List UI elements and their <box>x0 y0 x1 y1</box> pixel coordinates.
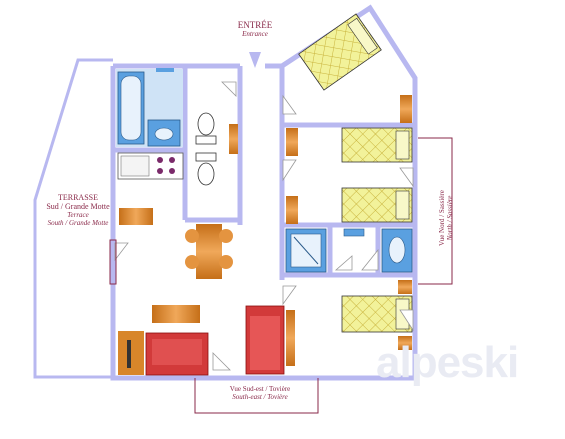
view-north-en: North / Sassière <box>446 195 454 241</box>
entrance-arrow-icon <box>249 52 261 68</box>
terrace-view-fr: Sud / Grande Motte <box>46 202 110 212</box>
sofa-icon <box>118 305 285 376</box>
view-southeast-en: South-east / Tovière <box>232 393 288 402</box>
dining-table-icon <box>196 224 222 279</box>
terrace <box>33 58 113 379</box>
terrace-label-en: Terrace <box>67 211 89 220</box>
windows <box>109 137 453 414</box>
toilet-icon <box>195 112 217 186</box>
view-southeast-fr: Vue Sud-est / Tovière <box>229 385 291 393</box>
bed-icon <box>341 295 413 333</box>
living-furniture <box>119 124 295 366</box>
bed-icon <box>298 13 382 91</box>
bathroom <box>116 68 183 147</box>
shower-icon <box>285 228 365 273</box>
view-southeast-label: Vue Sud-est / Tovière South-east / Toviè… <box>205 385 315 401</box>
entrance-label-en: Entrance <box>242 30 268 39</box>
terrace-view-en: South / Grande Motte <box>47 219 109 228</box>
view-north-fr: Vue Nord / Sassière <box>437 190 446 246</box>
entrance-label-fr: ENTRÉE <box>237 20 273 30</box>
entrance-label: ENTRÉE Entrance <box>225 20 285 38</box>
washbasin-icon <box>381 228 413 273</box>
brand-logo: alpeski <box>376 338 519 387</box>
view-north-label: Vue Nord / Sassière North / Sassière <box>411 178 475 256</box>
bed-icon <box>341 127 413 223</box>
terrace-label: TERRASSE Sud / Grande Motte Terrace Sout… <box>28 193 128 227</box>
terrace-label-fr: TERRASSE <box>57 193 98 202</box>
stove-icon <box>117 152 184 180</box>
door-swing-icon <box>114 81 414 371</box>
